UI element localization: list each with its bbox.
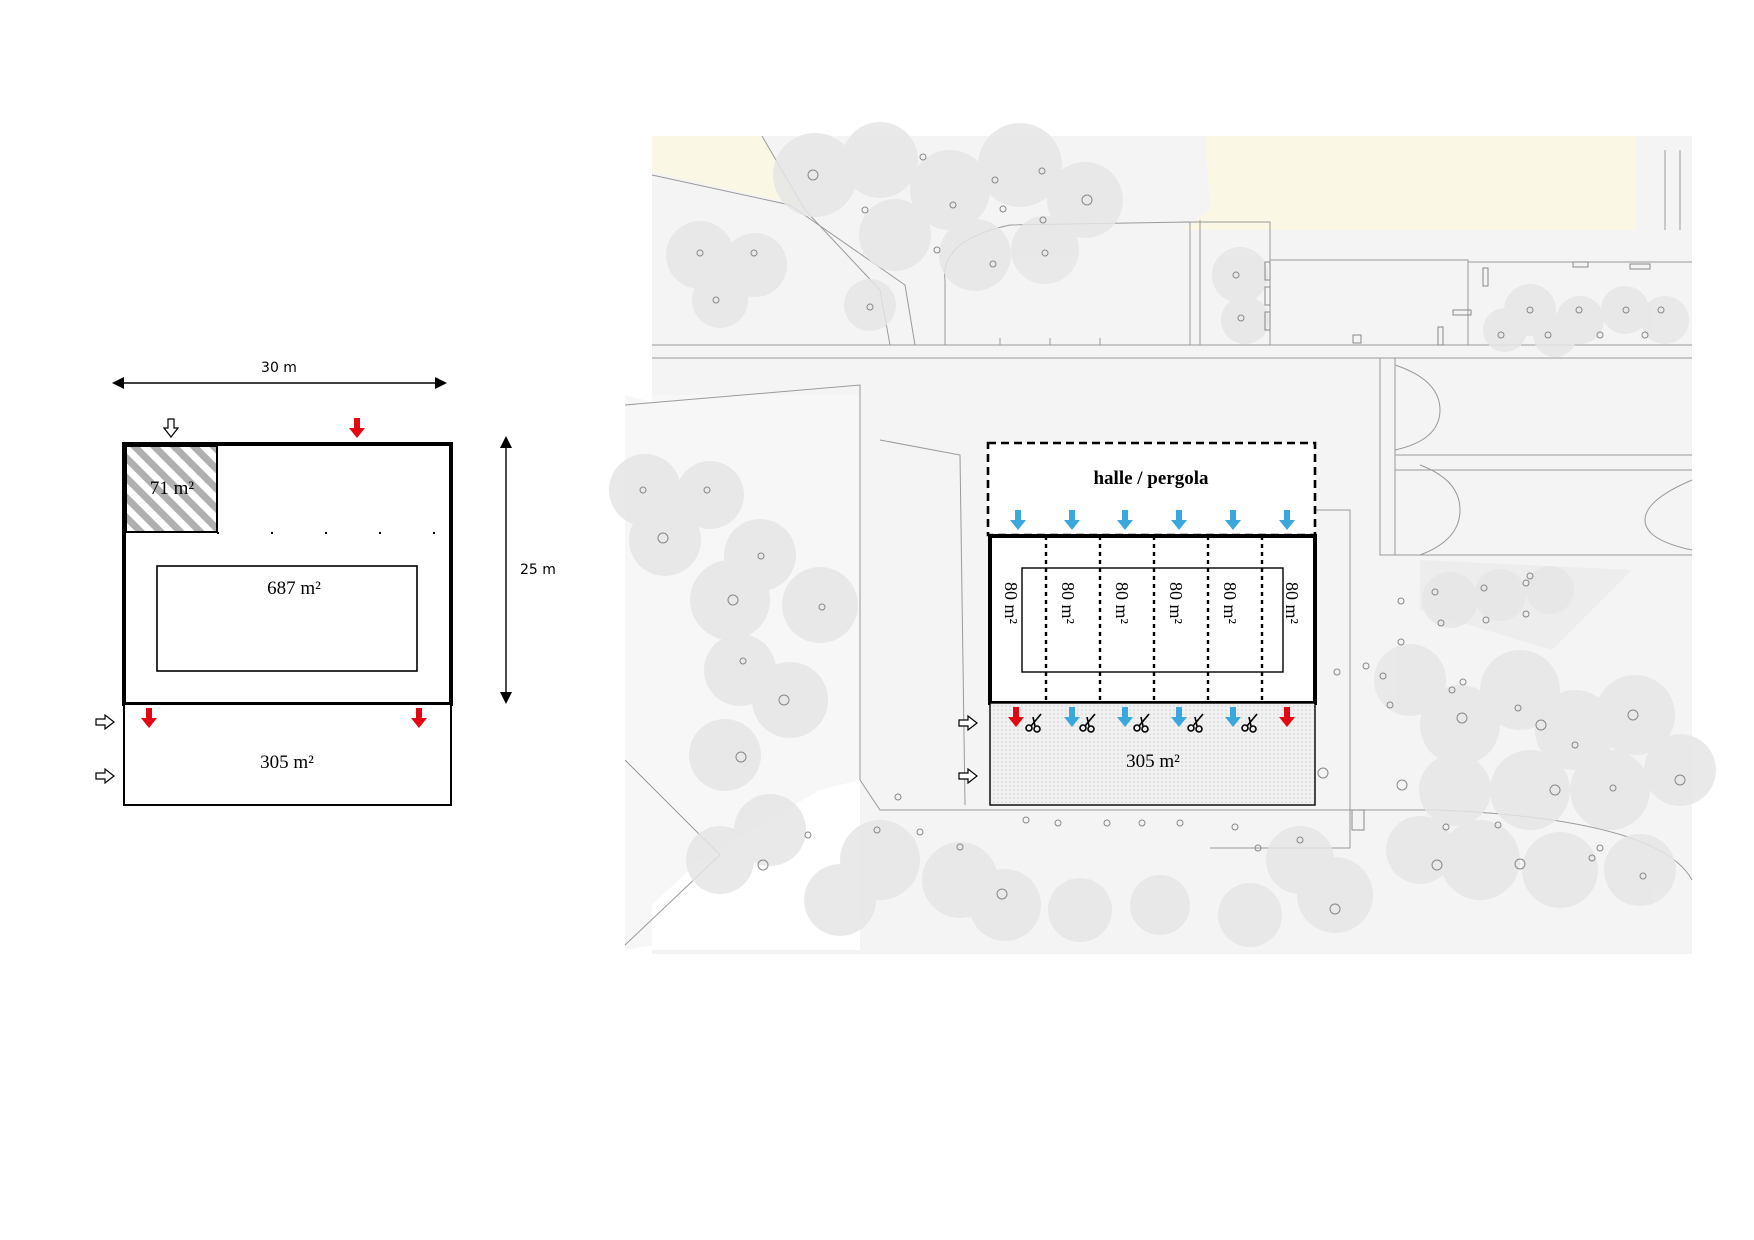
unit-label: 80 m² (1058, 582, 1078, 624)
unit-labels: 80 m² 80 m² 80 m² 80 m² 80 m² 80 m² (1001, 582, 1302, 624)
canopy-label: halle / pergola (1093, 468, 1209, 489)
unit-label: 80 m² (1112, 582, 1132, 624)
striped-area-label: 71 m² (150, 478, 195, 499)
striped-area (125, 445, 218, 533)
canopy-outline (986, 441, 1317, 537)
bottom-area-label: 305 m² (260, 752, 314, 773)
unit-dividers (1044, 536, 1264, 718)
inner-area (156, 565, 418, 672)
field-yellow (652, 136, 800, 205)
yard-area (989, 702, 1316, 806)
height-label: 25 m (520, 562, 556, 578)
width-dimension: 30 m (112, 360, 447, 389)
unit-label: 80 m² (1282, 582, 1302, 624)
outline-arrow-icon (95, 768, 115, 784)
left-diagram: 30 m 25 m 71 m² 687 m² 305 m² (95, 360, 556, 806)
inner-area-label: 687 m² (267, 578, 321, 599)
tree-canopies (609, 122, 1716, 947)
site-plan-details (1264, 261, 1651, 831)
field-yellow (1182, 136, 1636, 230)
hall-inner (1021, 567, 1284, 673)
site-plan: halle / pergola 80 m² 80 m² 80 m² 80 m² (609, 122, 1716, 954)
unit-label: 80 m² (1001, 582, 1021, 624)
bottom-area (123, 703, 452, 806)
outline-arrow-icon (95, 714, 115, 730)
outline-arrow-icon (163, 418, 179, 438)
yard-area-label: 305 m² (1126, 751, 1180, 772)
tree-icon (639, 153, 1686, 915)
unit-label: 80 m² (1166, 582, 1186, 624)
hall-outline (988, 534, 1317, 705)
height-dimension: 25 m (500, 436, 556, 704)
unit-label: 80 m² (1220, 582, 1240, 624)
width-label: 30 m (261, 360, 297, 376)
red-arrow-icon (349, 418, 365, 438)
